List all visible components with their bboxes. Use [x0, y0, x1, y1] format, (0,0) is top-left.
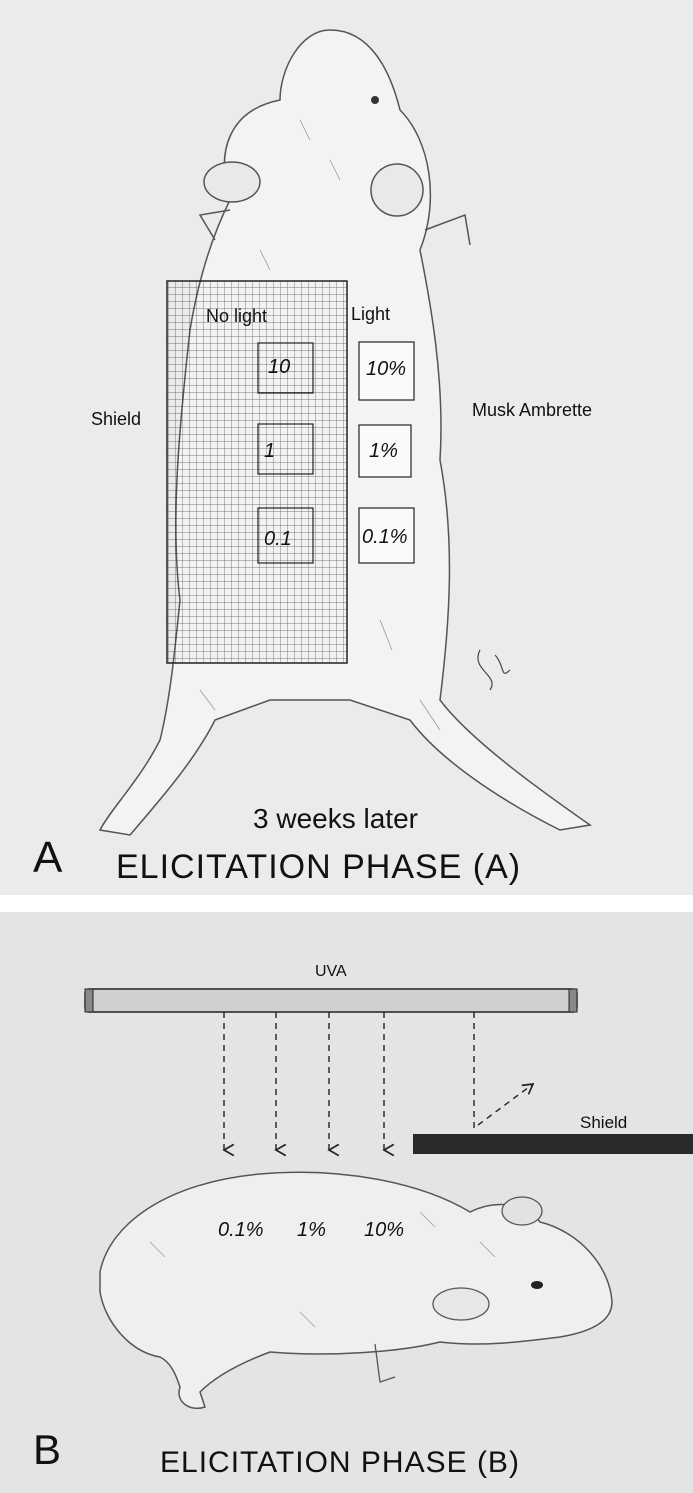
light-patch-label: 0.1% [362, 526, 408, 549]
no-light-label: No light [206, 306, 267, 327]
panel-a: No light Light Shield Musk Ambrette 10 1… [0, 0, 693, 895]
no-light-patch-label: 0.1 [264, 528, 292, 551]
artist-signature [478, 650, 510, 690]
guinea-pig-top-view-illustration [0, 0, 693, 895]
shield-bar [413, 1134, 693, 1154]
substance-label: Musk Ambrette [472, 400, 592, 421]
panel-b: UVA Shield 0.1% 1% 10% B ELICITATION PHA… [0, 912, 693, 1493]
shield-label: Shield [580, 1113, 627, 1133]
light-label: Light [351, 304, 390, 325]
lamp-label: UVA [315, 963, 347, 981]
no-light-patch-label: 1 [264, 440, 275, 463]
reflected-ray-arrow [474, 1012, 533, 1128]
caption: 3 weeks later [253, 803, 418, 835]
left-ear [204, 162, 260, 202]
ear [502, 1197, 542, 1225]
patch-label: 1% [297, 1219, 326, 1242]
right-ear [371, 164, 423, 216]
eye [531, 1281, 543, 1289]
uva-lamp [85, 989, 577, 1012]
shield-label: Shield [91, 409, 141, 430]
panel-title: ELICITATION PHASE (A) [116, 848, 521, 887]
patch-label: 0.1% [218, 1219, 264, 1242]
light-patch-label: 1% [369, 440, 398, 463]
ear [433, 1288, 489, 1320]
uva-exposure-illustration [0, 912, 693, 1493]
panel-title: ELICITATION PHASE (B) [160, 1446, 520, 1480]
panel-letter: B [33, 1426, 61, 1474]
no-light-patch-label: 10 [268, 356, 290, 379]
panel-letter: A [33, 833, 62, 883]
patch-label: 10% [364, 1219, 404, 1242]
light-patch-label: 10% [366, 358, 406, 381]
shield-grid [167, 281, 347, 663]
